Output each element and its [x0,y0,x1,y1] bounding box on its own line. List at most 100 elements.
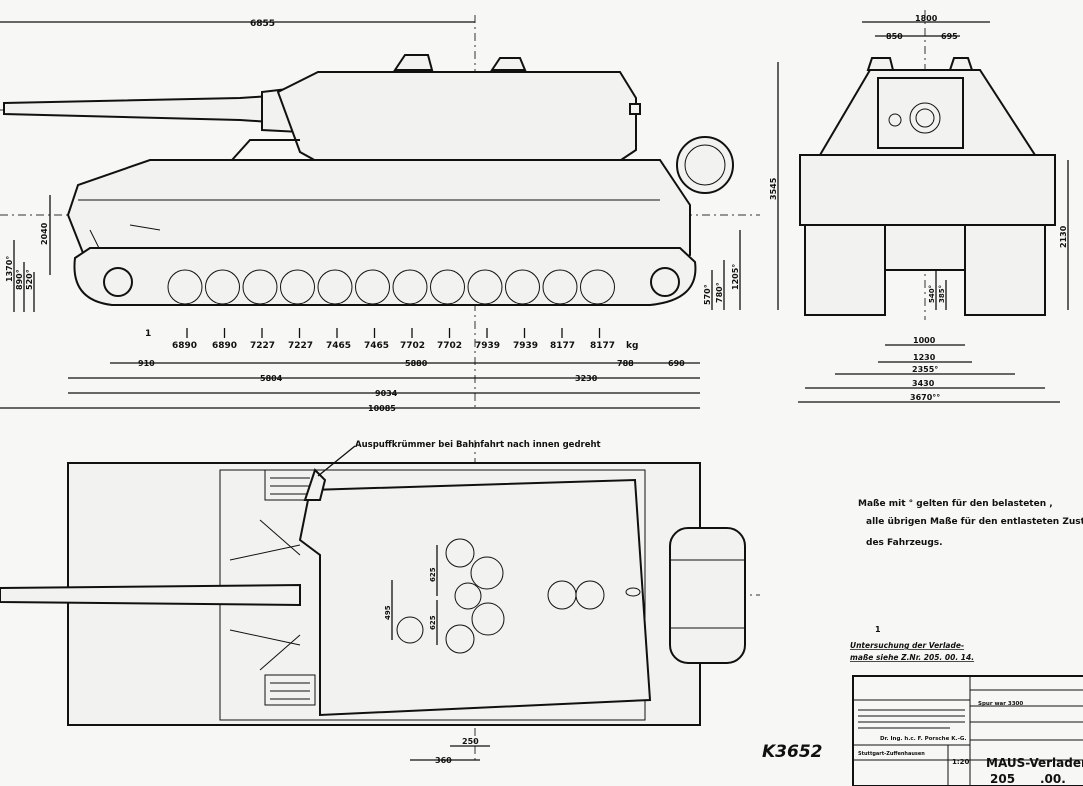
road-wheel [205,269,240,305]
road-wheel [505,269,540,305]
road-wheel [355,269,390,305]
top-rear-drum [669,527,746,664]
dim-540: 540° [928,285,936,303]
title-block: Spur war 3300 Dr. Ing. h.c. F. Porsche K… [852,675,1083,786]
exhaust-elbow [303,468,327,501]
dim-3430: 3430 [912,379,935,388]
dim-10085: 10085 [368,404,396,413]
top-gun-barrel [0,583,301,607]
front-view: 1800 850 695 3545 2130 540° 385° 1000 12… [769,10,1069,403]
gun-barrel [3,94,271,124]
front-gun-ring-outer [909,102,941,134]
revision-text: Spur war 3300 [978,701,1023,707]
axle-load-arrows [186,328,601,338]
road-wheel [280,269,315,305]
front-mantlet [877,77,964,149]
note-line-1: Maße mit ° gelten für den belasteten , [858,499,1053,509]
front-periscope [948,57,974,71]
marker-1: 1 [145,329,151,339]
dim-6855: 6855 [250,19,275,29]
road-wheels [167,269,615,305]
road-wheel [467,269,503,305]
axle-load-2: 6890 [212,341,237,351]
front-hull [799,154,1056,226]
axle-load-5: 7465 [326,341,351,351]
dim-2130: 2130 [1059,225,1068,248]
axle-load-3: 7227 [250,341,275,351]
dim-3670: 3670°° [910,393,940,402]
drive-sprocket [103,267,133,297]
top-turret-roof [298,478,652,717]
company-city: Stuttgart-Zuffenhausen [858,751,925,757]
dim-5880: 5880 [405,359,428,368]
note-line-3: des Fahrzeugs. [866,538,943,548]
drawing-number-a: 205 [990,772,1015,786]
front-cupola [866,57,895,71]
title-block-frame [852,675,1083,786]
rear-drum-inner [684,144,726,186]
top-rear-drum-bands [670,559,745,629]
dim-910: 910 [138,359,155,368]
exhaust-grille-right [264,674,316,706]
dim-1000: 1000 [913,336,936,345]
hatch-3 [454,582,482,610]
axle-load-10: 7939 [513,341,538,351]
dim-385: 385° [938,285,946,303]
dim-495: 495 [384,605,392,620]
hatch-1 [445,538,475,568]
dim-1205: 1205° [731,264,740,290]
rear-fitting [625,587,641,597]
gun-travel-lock [231,139,300,161]
turret-cupola [393,54,434,71]
grille-slats [270,477,310,700]
reference-marker: 1 [875,625,881,634]
dim-1230: 1230 [913,353,936,362]
dim-250: 250 [462,737,479,746]
dim-850: 850 [886,32,903,41]
stamp-number: K3652 [762,742,823,762]
dim-5804: 5804 [260,374,283,383]
dim-890: 890° [15,269,24,290]
axle-load-6: 7465 [364,341,389,351]
dim-9034: 9034 [375,389,398,398]
dim-625b: 625 [429,615,437,630]
turret [276,71,637,163]
axle-load-11: 8177 [550,341,575,351]
top-mantlet-lines [229,519,301,671]
hatch-4 [471,602,505,636]
drawing-scale: 1:20 [952,758,970,766]
road-wheel [430,269,465,305]
front-left-track [804,224,886,316]
dim-570: 570° [703,284,712,305]
road-wheel [317,269,353,305]
front-gun-ring-inner [915,108,935,128]
hatch-6 [396,616,424,644]
dim-1800: 1800 [915,14,938,23]
front-right-track [964,224,1046,316]
dim-2040: 2040 [40,222,49,245]
turret-periscope [490,57,527,71]
axle-load-7: 7702 [400,341,425,351]
front-belly [884,224,966,271]
axle-load-9: 7939 [475,341,500,351]
idler-wheel [650,267,680,297]
dim-1370: 1370° [5,256,14,282]
front-coax-mount [888,113,902,127]
axle-load-12: 8177 [590,341,615,351]
exhaust-note: Auspuffkrümmer bei Bahnfahrt nach innen … [355,440,601,450]
dim-695: 695 [941,32,958,41]
dim-788: 788 [617,359,634,368]
road-wheel [542,269,578,305]
fine-print-lines [858,709,965,729]
hatch-2 [470,556,504,590]
top-view: Auspuffkrümmer bei Bahnfahrt nach innen … [0,440,760,765]
road-wheel [580,269,615,305]
dim-2355: 2355° [912,365,938,374]
turret-rear-fitting [629,103,641,115]
dim-3545: 3545 [769,177,778,200]
note-line-2: alle übrigen Maße für den entlasteten Zu… [866,517,1083,527]
road-wheel [392,269,428,305]
dim-690: 690 [668,359,685,368]
axle-load-unit: kg [626,341,638,351]
